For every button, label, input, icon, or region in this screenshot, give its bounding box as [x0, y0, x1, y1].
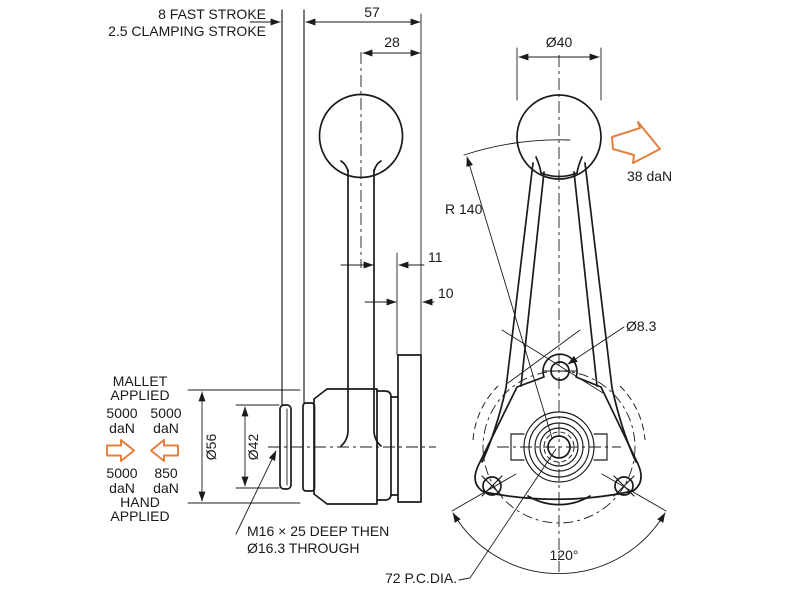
dim-11-label: 11 — [428, 249, 443, 265]
construction-line-2 — [507, 329, 581, 384]
hand-label-line2: APPLIED — [110, 508, 169, 524]
dim-d40-label: Ø40 — [546, 34, 573, 50]
rear-collar-outline — [376, 390, 392, 501]
hand-left-value: 5000 — [106, 465, 137, 481]
pivot-circle-4 — [539, 427, 579, 467]
front-ball-outline — [516, 94, 602, 180]
construction-line-1 — [501, 329, 604, 394]
thread-note-line1: M16 × 25 DEEP THEN — [247, 523, 389, 539]
base-plate-outline — [474, 353, 642, 501]
hidden-body-arc-left — [472, 385, 499, 441]
pivot-circle-outer — [523, 411, 595, 483]
dim-d56-label: Ø56 — [203, 434, 219, 461]
body-block-outline — [313, 388, 378, 505]
clamping-stroke-note: 2.5 CLAMPING STROKE — [108, 23, 266, 39]
right-arm-outer-edge — [584, 162, 637, 463]
neck-lines — [390, 396, 399, 496]
force-arrow-ball-icon — [611, 121, 661, 164]
front-view: Ø40 R 140 Ø8.3 — [385, 34, 672, 586]
bottom-right-hole-cross-icon — [613, 475, 635, 497]
fast-stroke-note: 8 FAST STROKE — [158, 6, 266, 22]
hand-left-unit: daN — [109, 480, 135, 496]
mount-plate-outline — [397, 354, 422, 503]
hand-right-unit: daN — [153, 480, 179, 496]
thread-note-line2: Ø16.3 THROUGH — [247, 540, 360, 556]
pivot-side-tabs — [510, 433, 608, 461]
pivot-bore — [547, 435, 571, 459]
bottom-left-hole-cross-icon — [481, 475, 503, 497]
dim-d42-label: Ø42 — [245, 434, 261, 461]
mallet-right-value: 5000 — [150, 405, 181, 421]
pivot-circle-2 — [528, 416, 590, 478]
body-bottom-arc — [527, 495, 591, 506]
d83-leader — [567, 326, 625, 365]
hand-label-line1: HAND — [120, 494, 160, 510]
dim-pcd-label: 72 P.C.DIA. — [385, 570, 457, 586]
dim-r140-label: R 140 — [445, 201, 483, 217]
mallet-left-value: 5000 — [106, 405, 137, 421]
hole-radial-left — [451, 473, 517, 512]
pivot-thread-circle — [543, 431, 575, 463]
hole-radial-right — [601, 473, 667, 512]
mallet-label-line1: MALLET — [113, 373, 168, 389]
hand-right-value: 850 — [154, 465, 178, 481]
left-arm-outer-edge — [481, 162, 534, 463]
bottom-left-hole — [482, 476, 502, 496]
force-arrow-right-icon — [106, 439, 135, 462]
side-view: 57 28 8 FAST STROKE 2.5 CLAMPING STROKE … — [108, 4, 454, 556]
force-arrow-left-icon — [150, 439, 179, 462]
side-shaft-outline — [340, 169, 382, 447]
dim-10-label: 10 — [438, 285, 454, 301]
hidden-body-arc-right — [619, 385, 646, 441]
mallet-label-line2: APPLIED — [110, 387, 169, 403]
dim-28-label: 28 — [384, 34, 400, 50]
right-arm-inner-edge — [573, 171, 598, 387]
force-ball-label: 38 daN — [627, 168, 672, 184]
bottom-right-hole — [614, 476, 634, 496]
dim-120-label: 120° — [550, 547, 579, 563]
pcd-leader — [458, 448, 557, 581]
pivot-circle-3 — [534, 422, 584, 472]
mallet-right-unit: daN — [153, 420, 179, 436]
thread-note-leader — [235, 450, 277, 535]
radius-line-r140 — [466, 156, 553, 439]
mallet-left-unit: daN — [109, 420, 135, 436]
clamp-washer-outline — [279, 404, 292, 490]
dim-d83-label: Ø8.3 — [626, 318, 657, 334]
angle-arc-120 — [452, 512, 666, 575]
left-arm-inner-edge — [520, 171, 545, 387]
dim-57-label: 57 — [364, 4, 380, 20]
force-block: MALLET APPLIED 5000 5000 daN daN 5000 85… — [106, 373, 182, 524]
swing-arc — [463, 139, 571, 156]
